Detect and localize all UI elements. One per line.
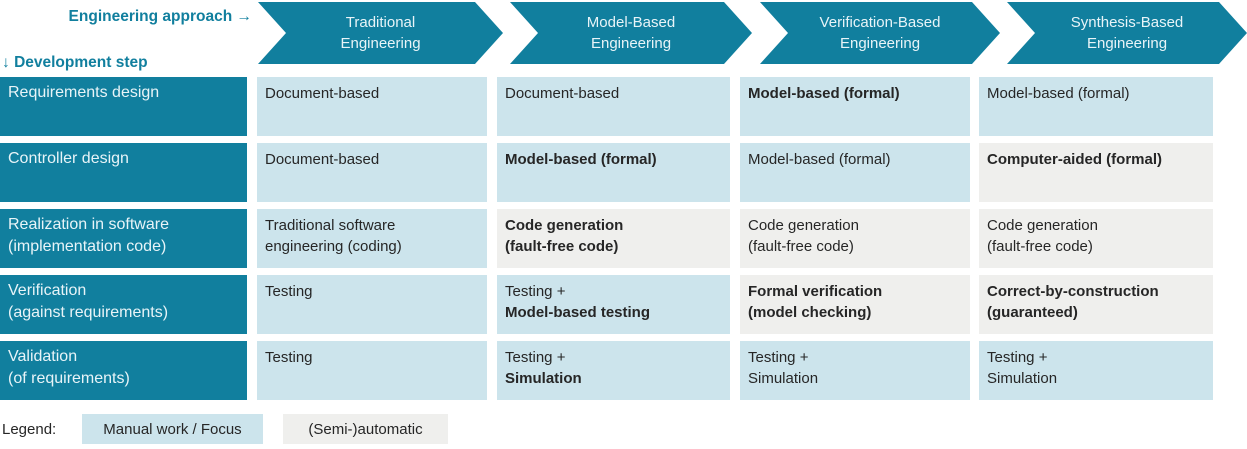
cell-text: (fault-free code) [748, 238, 854, 255]
cell-verification-verification-based: Formal verification (model checking) [740, 275, 970, 334]
row-header-line: Validation [8, 348, 78, 365]
cell-text: engineering (coding) [265, 238, 402, 255]
cell-controller-model-based: Model-based (formal) [497, 143, 730, 202]
row-header-line: Controller design [8, 150, 129, 167]
cell-text: (fault-free code) [987, 238, 1093, 255]
cell-text: Computer-aided (formal) [987, 151, 1163, 168]
cell-validation-synthesis-based: Testing + Simulation [979, 341, 1213, 400]
column-header-line: Synthesis-Based [1070, 14, 1184, 31]
cell-text: Code generation [748, 217, 859, 234]
cell-text: Model-based (formal) [748, 151, 891, 168]
column-header-line: Model-Based [586, 14, 676, 31]
cell-text: Model-based (formal) [987, 85, 1130, 102]
cell-controller-synthesis-based: Computer-aided (formal) [979, 143, 1213, 202]
row-header-verification: Verification (against requirements) [0, 275, 247, 334]
column-header-line: Engineering [590, 35, 672, 52]
cell-text: Testing [265, 283, 313, 300]
cell-text: Traditional software [265, 217, 396, 234]
cell-text: Formal verification [748, 283, 883, 300]
row-header-line: (implementation code) [8, 238, 167, 255]
cell-validation-traditional: Testing [257, 341, 487, 400]
cell-text: Model-based (formal) [748, 85, 900, 102]
matrix-row-requirements-design: Requirements design Document-based Docum… [0, 77, 1247, 136]
cell-text: Testing + [748, 349, 809, 366]
cell-realization-verification-based: Code generation (fault-free code) [740, 209, 970, 268]
column-header-line: Traditional [345, 14, 416, 31]
cell-realization-synthesis-based: Code generation (fault-free code) [979, 209, 1213, 268]
cell-requirements-synthesis-based: Model-based (formal) [979, 77, 1213, 136]
row-header-line: Verification [8, 282, 87, 299]
cell-controller-traditional: Document-based [257, 143, 487, 202]
cell-text: Document-based [505, 85, 620, 102]
engineering-approach-axis-label: Engineering approach → [0, 7, 252, 26]
row-header-line: (of requirements) [8, 370, 130, 387]
cell-requirements-traditional: Document-based [257, 77, 487, 136]
column-header-line: Verification-Based [819, 14, 941, 31]
cell-text: Simulation [748, 370, 819, 387]
legend-swatch-manual-work: Manual work / Focus [82, 414, 263, 444]
development-step-axis-label: ↓ Development step [2, 53, 148, 72]
cell-text: Model-based (formal) [505, 151, 657, 168]
cell-text: Testing + [987, 349, 1048, 366]
cell-text: Correct-by-construction [987, 283, 1159, 300]
cell-text: Testing + [505, 283, 566, 300]
column-header-model-based-engineering: Model-Based Engineering [510, 2, 752, 64]
cell-requirements-verification-based: Model-based (formal) [740, 77, 970, 136]
cell-text: Code generation [987, 217, 1098, 234]
legend-automatic-text: (Semi-)automatic [308, 420, 423, 438]
column-header-synthesis-based-engineering: Synthesis-Based Engineering [1007, 2, 1247, 64]
cell-controller-verification-based: Model-based (formal) [740, 143, 970, 202]
down-arrow-icon: ↓ [2, 54, 10, 71]
cell-text: Document-based [265, 85, 380, 102]
legend-manual-text: Manual work / Focus [103, 420, 242, 438]
legend-swatch-semi-automatic: (Semi-)automatic [283, 414, 448, 444]
column-header-verification-based-engineering: Verification-Based Engineering [760, 2, 1000, 64]
cell-text: Testing [265, 349, 313, 366]
cell-text: Document-based [265, 151, 380, 168]
matrix-row-verification: Verification (against requirements) Test… [0, 275, 1247, 334]
cell-requirements-model-based: Document-based [497, 77, 730, 136]
cell-text: (model checking) [748, 304, 872, 321]
column-header-traditional-engineering: Traditional Engineering [258, 2, 503, 64]
cell-verification-model-based: Testing + Model-based testing [497, 275, 730, 334]
engineering-approach-label-text: Engineering approach [68, 8, 233, 25]
cell-text: Simulation [987, 370, 1058, 387]
cell-text: Simulation [505, 370, 582, 387]
matrix-row-controller-design: Controller design Document-based Model-b… [0, 143, 1247, 202]
cell-validation-model-based: Testing + Simulation [497, 341, 730, 400]
row-header-line: Realization in software [8, 216, 169, 233]
column-header-line: Engineering [1086, 35, 1168, 52]
cell-validation-verification-based: Testing + Simulation [740, 341, 970, 400]
cell-realization-model-based: Code generation (fault-free code) [497, 209, 730, 268]
column-header-line: Engineering [839, 35, 921, 52]
cell-text: (guaranteed) [987, 304, 1078, 321]
cell-text: Model-based testing [505, 304, 651, 321]
cell-realization-traditional: Traditional software engineering (coding… [257, 209, 487, 268]
row-header-realization-in-software: Realization in software (implementation … [0, 209, 247, 268]
row-header-line: Requirements design [8, 84, 160, 101]
legend-label: Legend: [2, 421, 57, 438]
cell-verification-synthesis-based: Correct-by-construction (guaranteed) [979, 275, 1213, 334]
cell-text: Testing + [505, 349, 566, 366]
row-header-requirements-design: Requirements design [0, 77, 247, 136]
column-header-line: Engineering [340, 35, 421, 52]
cell-text: Code generation [505, 217, 624, 234]
matrix-row-validation: Validation (of requirements) Testing Tes… [0, 341, 1247, 400]
right-arrow-icon: → [236, 8, 253, 25]
matrix-row-realization-in-software: Realization in software (implementation … [0, 209, 1247, 268]
development-step-label-text: Development step [14, 54, 148, 71]
cell-text: (fault-free code) [505, 238, 619, 255]
row-header-line: (against requirements) [8, 304, 169, 321]
cell-verification-traditional: Testing [257, 275, 487, 334]
row-header-controller-design: Controller design [0, 143, 247, 202]
row-header-validation: Validation (of requirements) [0, 341, 247, 400]
